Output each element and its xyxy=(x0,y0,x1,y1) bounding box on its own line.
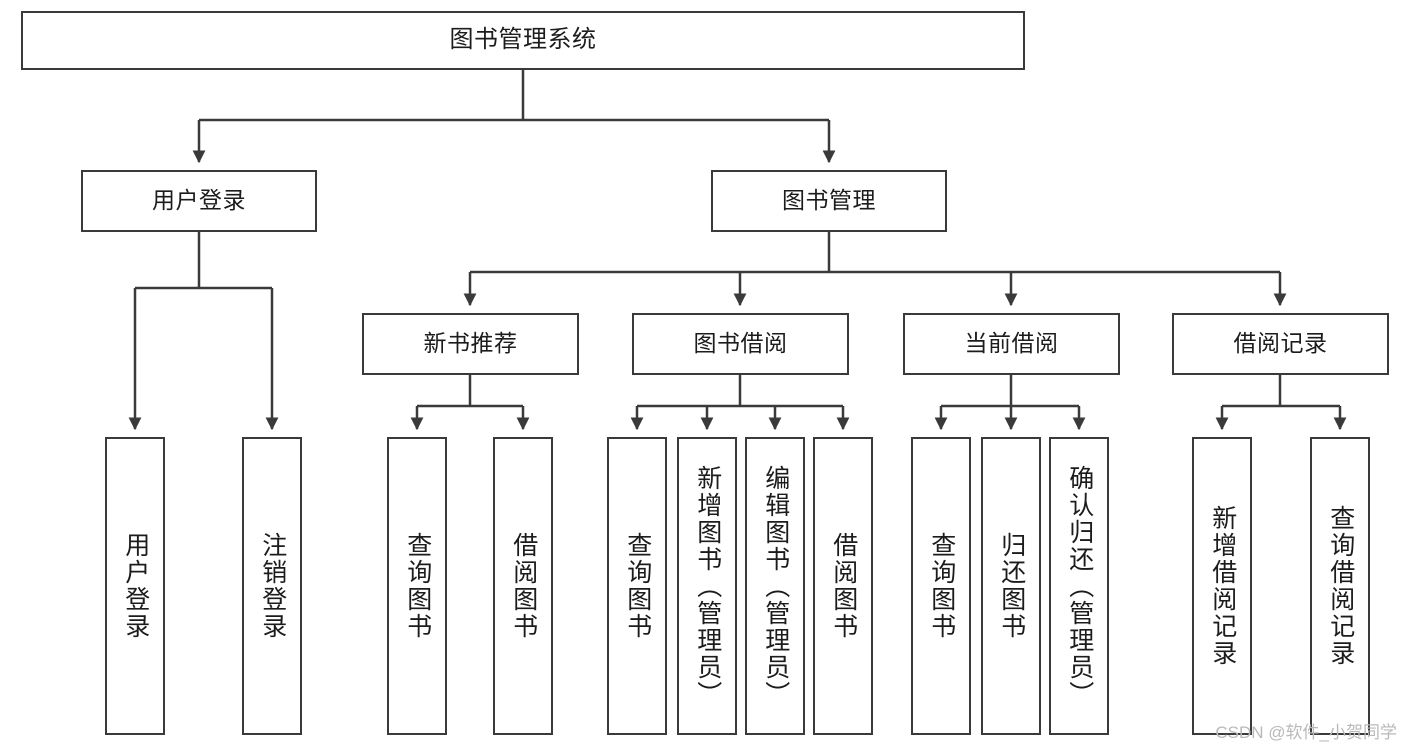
node-label: 查询图书 xyxy=(623,532,652,640)
node-label: 查询图书 xyxy=(927,532,956,640)
leaf-record-add-record[interactable]: 新增借阅记录 xyxy=(1192,437,1252,735)
node-label: 新书推荐 xyxy=(423,330,518,357)
watermark: CSDN @软件_小贺同学 xyxy=(1215,723,1397,742)
node-label: 归还图书 xyxy=(997,532,1026,640)
node-label: 借阅图书 xyxy=(509,532,538,640)
node-label: 借阅图书 xyxy=(829,532,858,640)
node-current-borrow[interactable]: 当前借阅 xyxy=(903,313,1120,375)
node-label: 注销登录 xyxy=(258,532,287,640)
node-label: 查询借阅记录 xyxy=(1326,505,1355,667)
leaf-user-login-login[interactable]: 用户登录 xyxy=(105,437,165,735)
node-root-system[interactable]: 图书管理系统 xyxy=(21,11,1025,70)
node-new-book-recommend[interactable]: 新书推荐 xyxy=(362,313,579,375)
leaf-current-return-book[interactable]: 归还图书 xyxy=(981,437,1041,735)
leaf-user-login-logout[interactable]: 注销登录 xyxy=(242,437,302,735)
node-book-management[interactable]: 图书管理 xyxy=(711,170,947,232)
node-label: 编辑图书（管理员） xyxy=(761,464,790,708)
node-user-login[interactable]: 用户登录 xyxy=(81,170,317,232)
node-label: 图书借阅 xyxy=(693,330,788,357)
leaf-borrow-add-book-admin[interactable]: 新增图书（管理员） xyxy=(677,437,737,735)
leaf-current-confirm-return-admin[interactable]: 确认归还（管理员） xyxy=(1049,437,1109,735)
leaf-recommend-query-book[interactable]: 查询图书 xyxy=(387,437,447,735)
node-label: 图书管理 xyxy=(782,187,876,214)
leaf-borrow-query-book[interactable]: 查询图书 xyxy=(607,437,667,735)
node-label: 确认归还（管理员） xyxy=(1065,464,1094,708)
leaf-record-query-record[interactable]: 查询借阅记录 xyxy=(1310,437,1370,735)
node-label: 新增图书（管理员） xyxy=(693,464,722,708)
node-label: 用户登录 xyxy=(121,532,150,640)
leaf-borrow-borrow-book[interactable]: 借阅图书 xyxy=(813,437,873,735)
node-label: 查询图书 xyxy=(403,532,432,640)
node-label: 当前借阅 xyxy=(964,330,1059,357)
node-book-borrow[interactable]: 图书借阅 xyxy=(632,313,849,375)
leaf-current-query-book[interactable]: 查询图书 xyxy=(911,437,971,735)
node-label: 借阅记录 xyxy=(1233,330,1328,357)
leaf-recommend-borrow-book[interactable]: 借阅图书 xyxy=(493,437,553,735)
node-label: 图书管理系统 xyxy=(449,26,597,54)
leaf-borrow-edit-book-admin[interactable]: 编辑图书（管理员） xyxy=(745,437,805,735)
node-borrow-record[interactable]: 借阅记录 xyxy=(1172,313,1389,375)
node-label: 新增借阅记录 xyxy=(1208,505,1237,667)
node-label: 用户登录 xyxy=(152,187,246,214)
